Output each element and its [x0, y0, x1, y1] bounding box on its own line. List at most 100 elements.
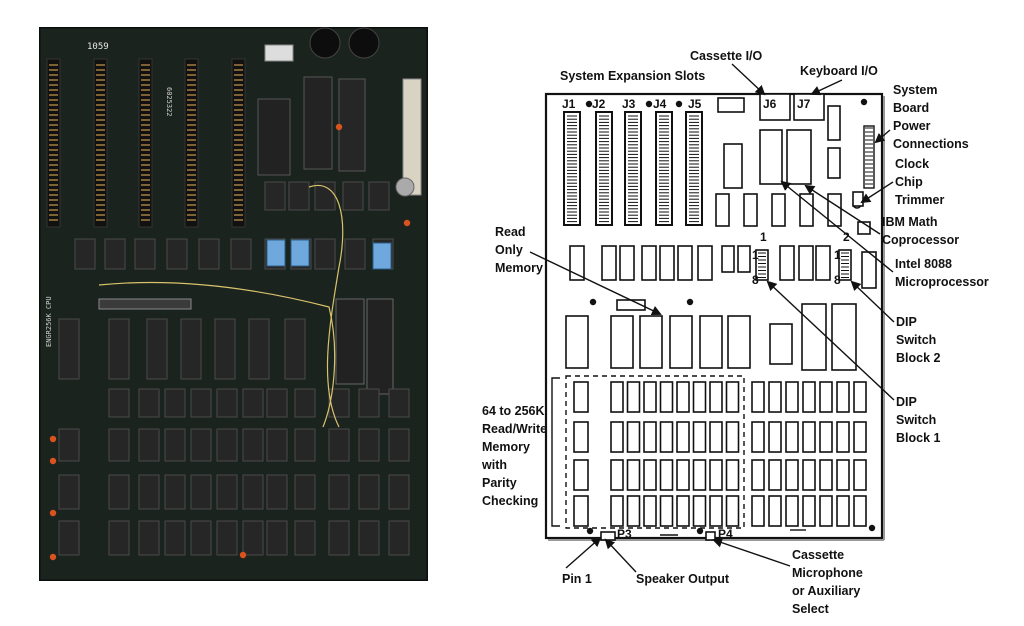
chip — [641, 245, 657, 281]
ram-chip — [819, 381, 833, 413]
rom-chip — [639, 315, 663, 369]
photo-chip — [214, 318, 236, 380]
photo-large-chip — [335, 298, 365, 385]
ram-chip — [610, 459, 624, 491]
photo-chip — [344, 238, 366, 270]
photo-chip — [58, 520, 80, 556]
photo-capacitor — [403, 219, 411, 227]
microprocessor-8088 — [786, 129, 812, 185]
ram-chip — [610, 421, 624, 453]
chip — [601, 245, 617, 281]
photo-chip — [216, 428, 238, 462]
photo-capacitor — [49, 457, 57, 465]
slot-label-j5: J5 — [688, 97, 702, 111]
ram-chip — [853, 459, 867, 491]
ram-chip — [751, 421, 765, 453]
photo-dip-switch — [266, 239, 286, 267]
ram-chip — [610, 381, 624, 413]
ram-chip — [709, 381, 723, 413]
label-cassette-microphone-select: Cassette Microphone or Auxiliary Select — [792, 548, 866, 616]
chip — [677, 245, 693, 281]
ram-bracket — [551, 377, 560, 527]
photo-cpu-chip — [303, 76, 333, 170]
connector-j7 — [793, 93, 825, 121]
ram-chip — [802, 421, 816, 453]
mounting-hole — [589, 298, 597, 306]
photo-chip — [266, 474, 288, 510]
photo-chip — [266, 428, 288, 462]
photo-chip — [294, 428, 316, 462]
ram-chip — [626, 459, 641, 491]
board-outline — [544, 92, 885, 541]
photo-chip — [314, 238, 336, 270]
small-component — [717, 97, 745, 113]
ram-chip — [802, 381, 816, 413]
photo-chip — [198, 238, 220, 270]
photo-chip — [294, 388, 316, 418]
photo-chip — [328, 474, 350, 510]
photo-chip — [242, 388, 264, 418]
chip — [852, 191, 864, 207]
plug-label-p4: P4 — [718, 527, 733, 541]
ram-chip — [676, 495, 690, 527]
photo-cassette-connector — [309, 27, 341, 59]
chip — [827, 105, 841, 141]
photo-chip — [294, 474, 316, 510]
ram-parity-chip — [573, 421, 589, 453]
label-ibm-math-coprocessor: IBM Math Coprocessor — [882, 215, 959, 247]
dip2-pin1-mark: 1 — [834, 248, 841, 262]
label-system-expansion-slots: System Expansion Slots — [560, 69, 705, 83]
mounting-hole — [868, 524, 876, 532]
slot-label-j1: J1 — [562, 97, 576, 111]
photo-chip — [164, 388, 186, 418]
rom-chip — [565, 315, 589, 369]
photo-chip — [358, 428, 380, 462]
photo-chip — [266, 520, 288, 556]
label-cassette-io: Cassette I/O — [690, 49, 763, 63]
callout-leader-lines — [529, 63, 895, 573]
ram-chip — [768, 421, 782, 453]
mounting-hole — [586, 527, 594, 535]
ram-chip — [692, 421, 707, 453]
chip — [619, 245, 635, 281]
dip-switch-block-1 — [755, 249, 769, 281]
coprocessor-socket — [759, 129, 783, 185]
photo-chip — [368, 181, 390, 211]
photo-large-chip — [366, 298, 394, 395]
speaker-connector-p3 — [600, 531, 616, 541]
rom-chip — [669, 315, 693, 369]
photo-silkscreen-partno: 6025322 — [165, 87, 173, 117]
ram-chip — [643, 381, 657, 413]
photo-capacitor — [239, 551, 247, 559]
chip — [779, 245, 795, 281]
photo-capacitor — [49, 553, 57, 561]
ram-chip — [643, 421, 657, 453]
photo-wire — [98, 281, 336, 428]
photo-chip — [242, 520, 264, 556]
plug-label-p3: P3 — [617, 527, 632, 541]
photo-chip — [230, 238, 252, 270]
label-clock-chip-trimmer: Clock Chip Trimmer — [895, 157, 944, 207]
photo-chip — [358, 474, 380, 510]
rom-chip — [699, 315, 723, 369]
photo-chip — [58, 474, 80, 510]
photo-chip — [138, 474, 160, 510]
ram-chip — [676, 459, 690, 491]
photo-silkscreen-1059: 1059 — [87, 42, 109, 52]
photo-chip — [134, 238, 156, 270]
connector-label-j7: J7 — [797, 97, 811, 111]
ram-chip — [709, 459, 723, 491]
photo-chip — [108, 428, 130, 462]
dip1-pin1-mark: 1 — [752, 248, 759, 262]
photo-chip — [190, 520, 212, 556]
ram-bank-outline — [565, 375, 745, 529]
dip2-pin8-mark: 8 — [834, 273, 841, 287]
chip — [769, 323, 793, 365]
label-read-write-memory: 64 to 256K Read/Write Memory with Parity… — [481, 404, 551, 508]
dip-switch-block-2 — [838, 249, 852, 281]
ram-chip — [751, 459, 765, 491]
connector-label-j6: J6 — [763, 97, 777, 111]
ram-chip — [659, 459, 674, 491]
photo-chip — [58, 318, 80, 380]
chip — [659, 245, 675, 281]
